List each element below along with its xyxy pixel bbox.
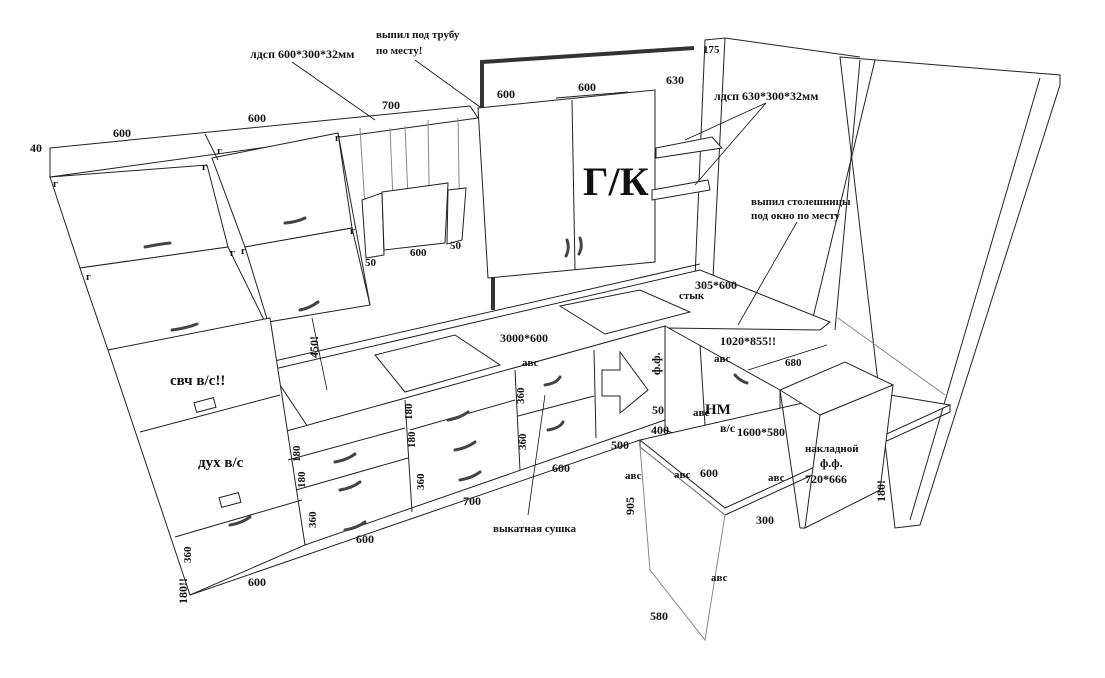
dim: 600 [552, 461, 570, 475]
edge-mark: авс [768, 472, 785, 484]
label-table-top: 1600*580 [737, 425, 785, 439]
dim: 360 [182, 546, 194, 563]
dim: 600 [578, 80, 596, 94]
dim: 180! [874, 480, 888, 502]
note-window-cut-2: под окно по месту [751, 210, 840, 222]
edge-mark: авс [674, 469, 691, 481]
label-joint: стык [679, 290, 705, 302]
right-panel [809, 56, 1061, 529]
upper-cabinets [49, 105, 479, 351]
dim: 600 [113, 126, 131, 140]
corner-mark: г [350, 225, 355, 237]
edge-mark: авс [693, 407, 710, 419]
label-overlay-3: 720*666 [805, 472, 847, 486]
dim: 180 [291, 445, 303, 462]
label-worktop-small: 305*600 [695, 278, 737, 292]
dim: 680 [785, 357, 802, 369]
gk-cabinet [477, 89, 656, 279]
dim: 700 [382, 98, 400, 112]
dim: 175 [703, 44, 720, 56]
dim: 600 [700, 466, 718, 480]
dim: 450! [307, 336, 321, 358]
dim: 180 [403, 403, 415, 420]
edge-mark: авс [522, 357, 539, 369]
dim: 40 [30, 141, 42, 155]
dim: 180 [296, 471, 308, 488]
dim: 300 [756, 513, 774, 527]
note-ldsp-top: лдсп 600*300*32мм [250, 47, 354, 61]
dim: 360 [515, 387, 527, 404]
dim: 600 [248, 111, 266, 125]
corner-mark: г [202, 161, 207, 173]
label-worktop-corner: 1020*855!! [720, 334, 776, 348]
label-nm: НМ [705, 402, 731, 418]
label-oven: дух в/с [198, 455, 244, 471]
label-overlay-1: накладной [805, 443, 859, 455]
label-gk: Г/К [583, 159, 649, 204]
dim: 50 [652, 403, 664, 417]
note-pipe-cut-2: по месту! [376, 45, 422, 57]
dim: 180 [406, 431, 418, 448]
dim: 400 [651, 423, 669, 437]
dim: 50 [365, 257, 377, 269]
pipe [480, 46, 695, 112]
table [638, 317, 952, 642]
base-cabinets [107, 263, 831, 596]
corner-mark: г [53, 178, 58, 190]
edge-mark: авс [714, 353, 731, 365]
dim: 360 [517, 433, 529, 450]
edge-mark: авс [711, 572, 728, 584]
corner-mark: г [335, 132, 340, 144]
dim: 630 [666, 73, 684, 87]
corner-mark: г [241, 245, 246, 257]
dim: 180!! [176, 578, 190, 604]
label-microwave: свч в/с!! [170, 373, 225, 389]
note-pipe-cut-1: выпил под трубу [376, 29, 460, 41]
label-overlay-2: ф.ф. [820, 456, 843, 470]
dim: 360 [307, 511, 319, 528]
label-ff-vertical: ф.ф. [649, 352, 663, 375]
label-worktop-main: 3000*600 [500, 331, 548, 345]
corner-mark: г [230, 247, 235, 259]
note-ldsp-shelves: лдсп 630*300*32мм [714, 89, 818, 103]
corner-mark: г [217, 145, 222, 157]
dim: 50 [450, 240, 462, 252]
dim: 905 [623, 497, 637, 515]
dim: 600 [248, 575, 266, 589]
label-vs: в/с [720, 421, 736, 435]
corner-mark: г [86, 271, 91, 283]
label-drawer-dryer: выкатная сушка [493, 523, 577, 535]
note-window-cut-1: выпил столешницы [751, 196, 851, 208]
dim: 600 [497, 87, 515, 101]
dim: 600 [410, 247, 427, 259]
leader-lines [291, 59, 828, 516]
arrow-icon [601, 350, 649, 415]
dim: 580 [650, 609, 668, 623]
edge-mark: авс [625, 470, 642, 482]
dim: 360 [415, 473, 427, 490]
dim: 500 [611, 438, 629, 452]
dim: 600 [356, 532, 374, 546]
dim: 700 [463, 494, 481, 508]
